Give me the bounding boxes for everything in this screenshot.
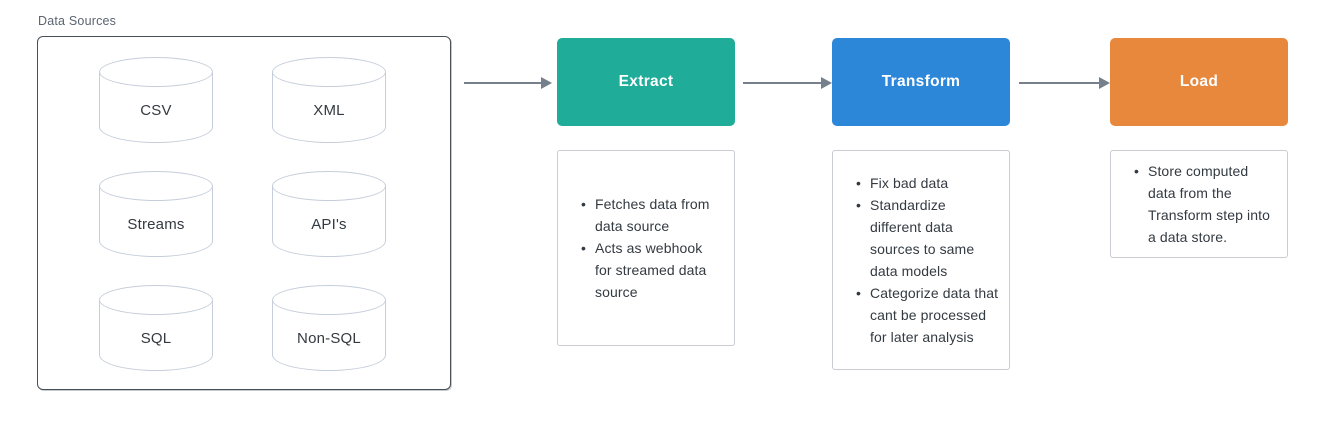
- stage-extract-node: Extract: [557, 38, 735, 126]
- transform-note-item: Fix bad data: [855, 172, 999, 194]
- transform-notes-list: Fix bad data Standardize different data …: [833, 162, 1009, 358]
- cylinder-sql-label: SQL: [140, 329, 172, 347]
- stage-load-label: Load: [1179, 73, 1219, 90]
- arrow-extract-to-transform: [743, 81, 822, 84]
- arrow-sources-to-extract: [464, 81, 542, 84]
- cylinder-top-ellipse: [272, 57, 386, 87]
- stage-transform-node: Transform: [832, 38, 1010, 126]
- cylinder-sql: SQL: [99, 285, 213, 371]
- stage-transform-label: Transform: [881, 73, 961, 90]
- cylinder-apis-label: API's: [311, 215, 347, 233]
- cylinder-non-sql-label: Non-SQL: [297, 329, 361, 347]
- stage-load-node: Load: [1110, 38, 1288, 126]
- cylinder-xml: XML: [272, 57, 386, 143]
- cylinder-top-ellipse: [272, 285, 386, 315]
- load-notes-list: Store computed data from the Transform s…: [1111, 150, 1287, 258]
- load-notes-box: Store computed data from the Transform s…: [1110, 150, 1288, 258]
- cylinder-apis: API's: [272, 171, 386, 257]
- stage-extract-label: Extract: [618, 73, 674, 90]
- extract-note-item: Fetches data from data source: [580, 193, 724, 237]
- cylinder-non-sql: Non-SQL: [272, 285, 386, 371]
- data-sources-label: Data Sources: [38, 14, 117, 28]
- extract-notes-list: Fetches data from data source Acts as we…: [558, 183, 734, 313]
- transform-note-item: Categorize data that cant be processed f…: [855, 282, 999, 348]
- cylinder-top-ellipse: [99, 285, 213, 315]
- cylinder-xml-label: XML: [313, 101, 345, 119]
- transform-notes-box: Fix bad data Standardize different data …: [832, 150, 1010, 370]
- cylinder-streams: Streams: [99, 171, 213, 257]
- load-note-item: Store computed data from the Transform s…: [1133, 160, 1277, 248]
- cylinder-csv: CSV: [99, 57, 213, 143]
- arrow-transform-to-load: [1019, 81, 1100, 84]
- cylinder-top-ellipse: [99, 57, 213, 87]
- cylinder-streams-label: Streams: [127, 215, 185, 233]
- cylinder-csv-label: CSV: [140, 101, 172, 119]
- extract-notes-box: Fetches data from data source Acts as we…: [557, 150, 735, 346]
- extract-note-item: Acts as webhook for streamed data source: [580, 237, 724, 303]
- transform-note-item: Standardize different data sources to sa…: [855, 194, 999, 282]
- cylinder-top-ellipse: [99, 171, 213, 201]
- cylinder-top-ellipse: [272, 171, 386, 201]
- data-sources-group: CSV XML Streams API's SQL Non-SQL: [37, 36, 451, 390]
